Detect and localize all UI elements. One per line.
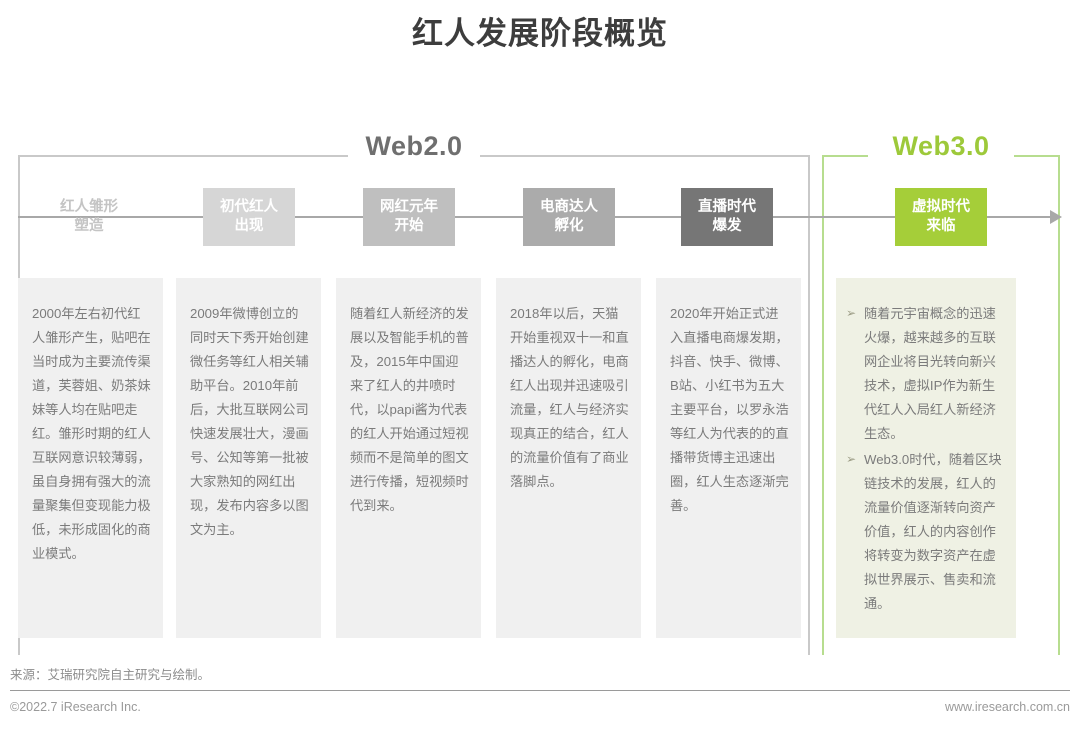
arrow-bullet-icon: ➢ (846, 452, 857, 467)
bracket-top-segment-right (480, 155, 810, 157)
stage-panel-1: 2009年微博创立的同时天下秀开始创建微任务等红人相关辅助平台。2010年前后，… (176, 278, 321, 638)
bracket-top-segment-left (822, 155, 868, 157)
stage-marker-2[interactable]: 网红元年 开始 (363, 188, 455, 246)
bullet-text: 随着元宇宙概念的迅速火爆，越来越多的互联网企业将目光转向新兴技术，虚拟IP作为新… (864, 306, 996, 442)
page-title: 红人发展阶段概览 (412, 16, 668, 51)
bracket-left-wall (822, 155, 824, 655)
stage-marker-0[interactable]: 红人雏形 塑造 (43, 188, 135, 246)
stage-body-text: 随着红人新经济的发展以及智能手机的普及，2015年中国迎来了红人的井喷时代，以p… (350, 306, 469, 514)
stage-marker-line1: 网红元年 (380, 198, 438, 215)
bracket-top-segment-left (18, 155, 348, 157)
era-label-web3: Web3.0 (892, 131, 990, 161)
stage-marker-3[interactable]: 电商达人 孵化 (523, 188, 615, 246)
era-bracket-web3: Web3.0 (822, 131, 1060, 655)
footer-website[interactable]: www.iresearch.com.cn (944, 700, 1070, 714)
stage-body-text: 2009年微博创立的同时天下秀开始创建微任务等红人相关辅助平台。2010年前后，… (190, 306, 309, 538)
stage-marker-line2: 开始 (394, 218, 424, 234)
stage-panel-5: ➢ 随着元宇宙概念的迅速火爆，越来越多的互联网企业将目光转向新兴技术，虚拟IP作… (836, 278, 1016, 638)
timeline-arrow-icon (1050, 210, 1062, 224)
stage-panel-0: 2000年左右初代红人雏形产生，贴吧在当时成为主要流传渠道，芙蓉姐、奶茶妹妹等人… (18, 278, 163, 638)
bracket-top-segment-right (1014, 155, 1060, 157)
stage-marker-line2: 塑造 (74, 218, 104, 234)
stage-marker-line1: 直播时代 (698, 198, 756, 215)
footer-divider (10, 690, 1070, 691)
stage-marker-line1: 红人雏形 (60, 198, 118, 215)
arrow-bullet-icon: ➢ (846, 306, 857, 320)
stage-body-text: 2000年左右初代红人雏形产生，贴吧在当时成为主要流传渠道，芙蓉姐、奶茶妹妹等人… (32, 306, 151, 562)
stage-bullet-list: ➢ 随着元宇宙概念的迅速火爆，越来越多的互联网企业将目光转向新兴技术，虚拟IP作… (846, 302, 1002, 616)
bracket-right-wall (808, 155, 810, 655)
stage-body-text: 2020年开始正式进入直播电商爆发期，抖音、快手、微博、B站、小红书为五大主要平… (670, 306, 789, 514)
stage-marker-line1: 电商达人 (540, 198, 598, 215)
footer-copyright: ©2022.7 iResearch Inc. (10, 700, 141, 714)
list-item: ➢ Web3.0时代，随着区块链技术的发展，红人的流量价值逐渐转向资产价值，红人… (846, 448, 1002, 616)
stage-marker-1[interactable]: 初代红人 出现 (203, 188, 295, 246)
stage-marker-line1: 初代红人 (220, 198, 278, 215)
stage-panel-3: 2018年以后，天猫开始重视双十一和直播达人的孵化，电商红人出现并迅速吸引流量，… (496, 278, 641, 638)
stage-panel-2: 随着红人新经济的发展以及智能手机的普及，2015年中国迎来了红人的井喷时代，以p… (336, 278, 481, 638)
stage-marker-line1: 虚拟时代 (912, 198, 970, 215)
list-item: ➢ 随着元宇宙概念的迅速火爆，越来越多的互联网企业将目光转向新兴技术，虚拟IP作… (846, 302, 1002, 446)
source-note: 来源：艾瑞研究院自主研究与绘制。 (10, 668, 211, 682)
stage-panel-4: 2020年开始正式进入直播电商爆发期，抖音、快手、微博、B站、小红书为五大主要平… (656, 278, 801, 638)
stage-marker-4[interactable]: 直播时代 爆发 (681, 188, 773, 246)
stage-body-text: 2018年以后，天猫开始重视双十一和直播达人的孵化，电商红人出现并迅速吸引流量，… (510, 306, 629, 490)
stage-marker-line2: 出现 (234, 218, 264, 234)
stage-marker-line2: 来临 (926, 218, 956, 234)
era-label-web2: Web2.0 (365, 131, 463, 161)
stage-marker-5[interactable]: 虚拟时代 来临 (895, 188, 987, 246)
stage-marker-line2: 爆发 (712, 218, 742, 234)
stage-marker-line2: 孵化 (554, 218, 584, 234)
bullet-text: Web3.0时代，随着区块链技术的发展，红人的流量价值逐渐转向资产价值，红人的内… (864, 452, 1002, 612)
bracket-right-wall (1058, 155, 1060, 655)
